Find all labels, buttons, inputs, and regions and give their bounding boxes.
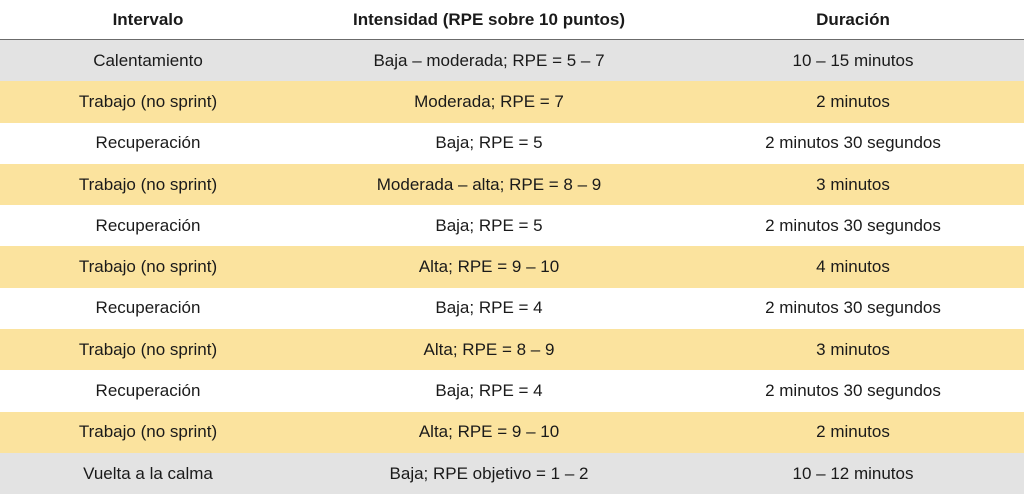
cell-intensidad: Alta; RPE = 9 – 10 <box>418 422 560 442</box>
cell-intensidad: Moderada – alta; RPE = 8 – 9 <box>376 174 602 194</box>
table-row: Recuperación Baja; RPE = 4 2 minutos 30 … <box>0 287 1024 330</box>
cell-duracion: 3 minutos <box>816 339 890 359</box>
cell-intervalo: Calentamiento <box>93 50 203 70</box>
cell-intervalo: Vuelta a la calma <box>83 463 213 483</box>
header-intensidad: Intensidad (RPE sobre 10 puntos) <box>352 9 626 29</box>
cell-intervalo: Recuperación <box>95 215 201 235</box>
cell-duracion: 4 minutos <box>816 257 890 277</box>
cell-intensidad: Moderada; RPE = 7 <box>414 91 564 111</box>
cell-intervalo: Recuperación <box>95 381 201 401</box>
cell-intervalo: Trabajo (no sprint) <box>78 257 218 277</box>
cell-intensidad: Alta; RPE = 9 – 10 <box>418 257 560 277</box>
cell-duracion: 10 – 12 minutos <box>792 463 914 483</box>
cell-intensidad: Baja; RPE = 5 <box>435 215 543 235</box>
cell-duracion: 2 minutos 30 segundos <box>765 298 941 318</box>
table-row: Vuelta a la calma Baja; RPE objetivo = 1… <box>0 452 1024 495</box>
cell-intervalo: Trabajo (no sprint) <box>78 339 218 359</box>
cell-intervalo: Trabajo (no sprint) <box>78 174 218 194</box>
header-duracion: Duración <box>816 9 890 29</box>
cell-intensidad: Baja – moderada; RPE = 5 – 7 <box>373 50 605 70</box>
cell-duracion: 3 minutos <box>816 174 890 194</box>
cell-duracion: 10 – 15 minutos <box>792 50 914 70</box>
cell-intervalo: Recuperación <box>95 298 201 318</box>
cell-duracion: 2 minutos <box>816 91 890 111</box>
cell-duracion: 2 minutos 30 segundos <box>765 133 941 153</box>
cell-intervalo: Trabajo (no sprint) <box>78 91 218 111</box>
cell-duracion: 2 minutos 30 segundos <box>765 381 941 401</box>
table-row: Trabajo (no sprint) Alta; RPE = 9 – 10 2… <box>0 411 1024 453</box>
cell-intensidad: Baja; RPE = 4 <box>435 381 543 401</box>
cell-duracion: 2 minutos 30 segundos <box>765 215 941 235</box>
cell-intervalo: Trabajo (no sprint) <box>78 422 218 442</box>
table-row: Recuperación Baja; RPE = 5 2 minutos 30 … <box>0 205 1024 247</box>
cell-intensidad: Baja; RPE = 5 <box>435 133 543 153</box>
table-header: Intervalo Intensidad (RPE sobre 10 punto… <box>0 0 1024 40</box>
header-intervalo: Intervalo <box>112 9 184 29</box>
table-row: Trabajo (no sprint) Alta; RPE = 9 – 10 4… <box>0 246 1024 288</box>
cell-duracion: 2 minutos <box>816 422 890 442</box>
cell-intensidad: Alta; RPE = 8 – 9 <box>423 339 555 359</box>
cell-intervalo: Recuperación <box>95 133 201 153</box>
table-row: Trabajo (no sprint) Moderada – alta; RPE… <box>0 163 1024 206</box>
cell-intensidad: Baja; RPE objetivo = 1 – 2 <box>389 463 589 483</box>
table-row: Recuperación Baja; RPE = 5 2 minutos 30 … <box>0 122 1024 164</box>
table-row: Trabajo (no sprint) Moderada; RPE = 7 2 … <box>0 81 1024 123</box>
table-row: Recuperación Baja; RPE = 4 2 minutos 30 … <box>0 370 1024 412</box>
table-row: Calentamiento Baja – moderada; RPE = 5 –… <box>0 40 1024 82</box>
table-row: Trabajo (no sprint) Alta; RPE = 8 – 9 3 … <box>0 329 1024 371</box>
cell-intensidad: Baja; RPE = 4 <box>435 298 543 318</box>
